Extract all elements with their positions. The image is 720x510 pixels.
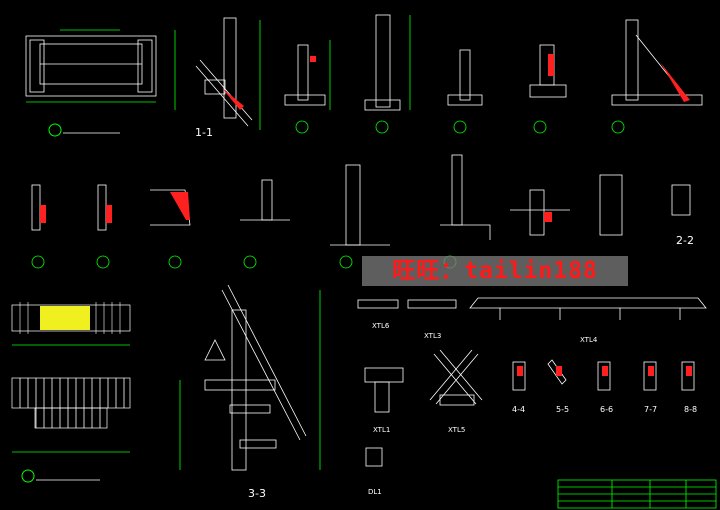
label-xtl5: XTL5 — [448, 426, 465, 434]
roof-plan-highlight — [11, 304, 131, 332]
detail-3 — [364, 14, 411, 134]
label-sec-7-7: 7-7 — [644, 405, 657, 414]
label-sec-6-6: 6-6 — [600, 405, 613, 414]
label-section-1-1: 1-1 — [195, 126, 213, 139]
detail-dl1 — [365, 447, 383, 467]
rebar-1-1 — [222, 88, 244, 110]
detail-4 — [447, 49, 483, 134]
label-sec-5-5: 5-5 — [556, 405, 569, 414]
label-dl1: DL1 — [368, 488, 382, 496]
detail-marker-1 — [48, 123, 62, 137]
plan-view-1 — [25, 29, 157, 103]
label-section-3-3: 3-3 — [248, 487, 266, 500]
label-xtl3: XTL3 — [424, 332, 441, 340]
detail-xtl1 — [364, 367, 404, 413]
label-sec-8-8: 8-8 — [684, 405, 697, 414]
label-xtl6: XTL6 — [372, 322, 390, 330]
detail-xtl5 — [429, 349, 483, 406]
label-xtl1: XTL1 — [373, 426, 390, 434]
label-section-2-2: 2-2 — [676, 234, 694, 247]
detail-2 — [284, 40, 331, 134]
detail-10 — [240, 179, 290, 269]
detail-11 — [330, 164, 390, 269]
section-details-row — [512, 359, 695, 391]
label-sec-4-4: 4-4 — [512, 405, 525, 414]
section-1-1-drawing — [174, 17, 261, 130]
detail-2-2 — [599, 174, 691, 236]
rafter-plan — [11, 377, 131, 429]
beam-xtl6 — [357, 299, 399, 309]
highlight-area — [40, 306, 90, 330]
section-3-3-drawing — [179, 284, 321, 471]
beam-xtl3 — [407, 299, 457, 309]
beam-xtl4 — [469, 297, 707, 320]
watermark-banner: 旺旺：tailin188 — [362, 256, 628, 286]
title-block — [557, 479, 717, 509]
label-xtl4: XTL4 — [580, 336, 598, 344]
detail-6 — [611, 19, 703, 134]
